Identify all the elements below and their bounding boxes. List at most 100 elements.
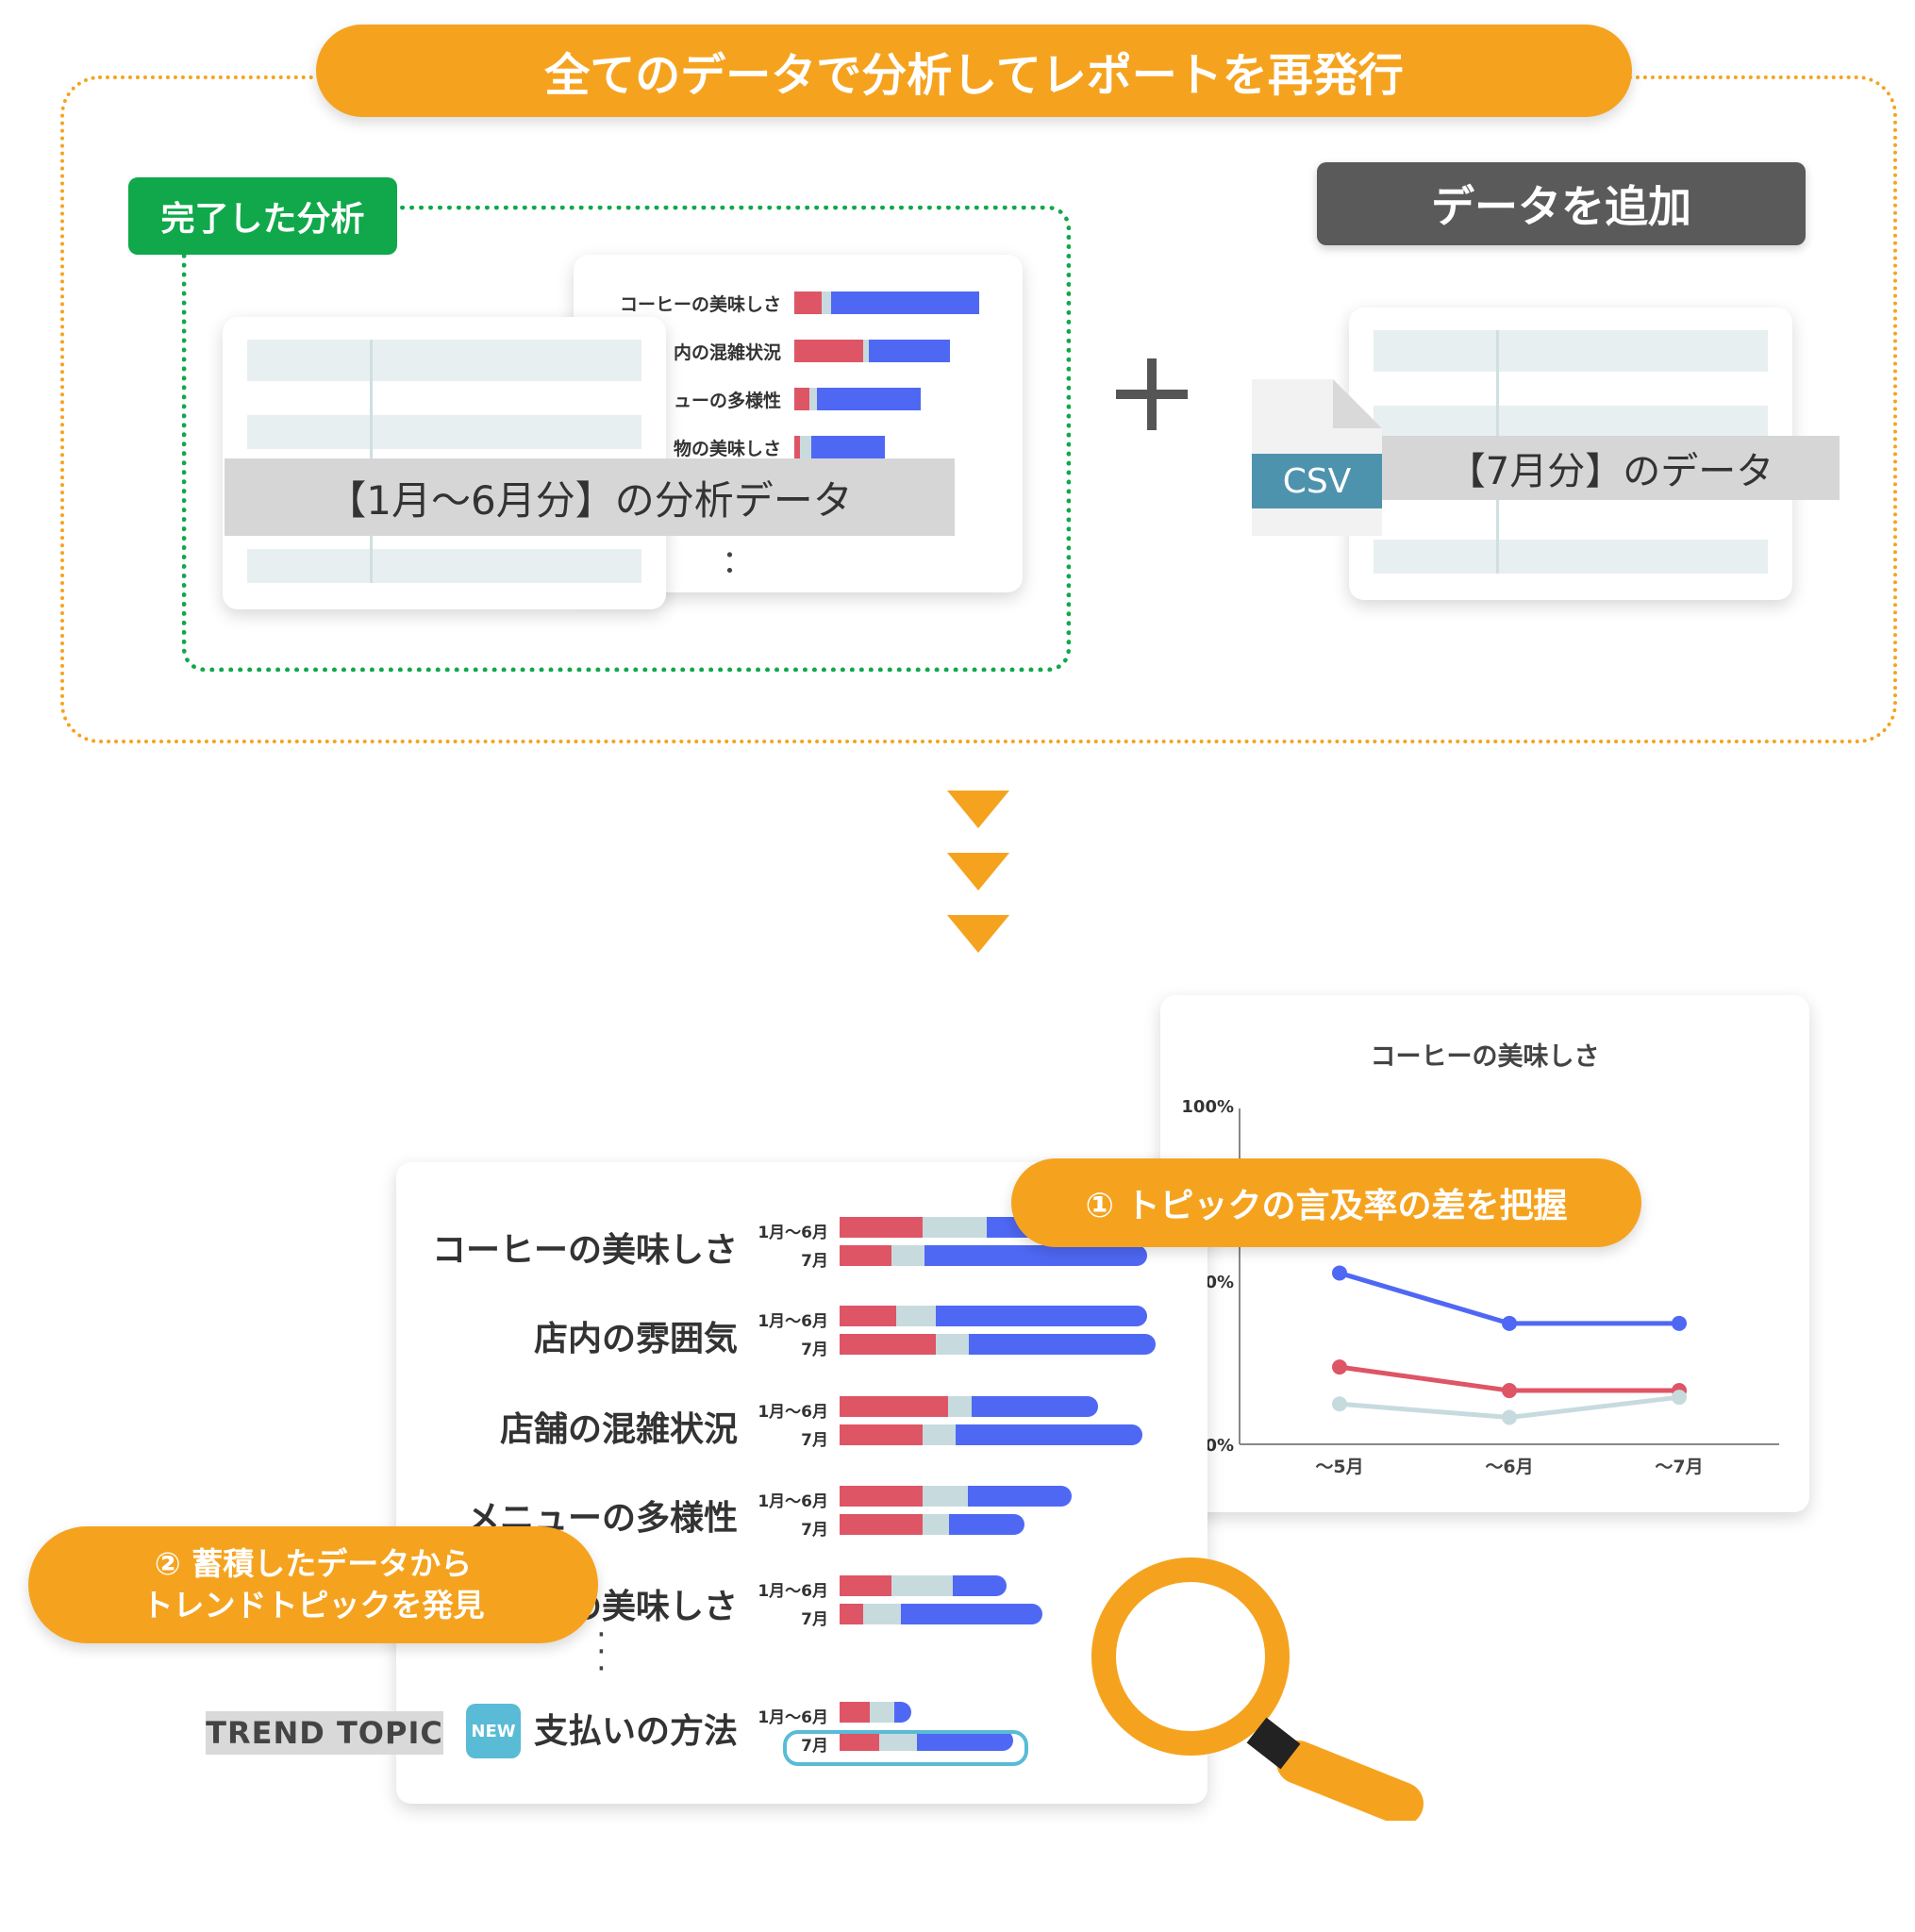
mini-bar [794,388,921,410]
more-topics-ellipsis: ··· [596,1616,607,1688]
x-tick-label: 〜5月 [1315,1457,1363,1477]
table-row [247,549,641,583]
topic-bar-jan-jun [840,1702,911,1723]
table-row [1374,406,1768,440]
topic-bar-segment-red [840,1396,948,1417]
topic-bar-segment-blue [953,1575,1007,1596]
mini-chart-row: コーヒーの美味しさ [574,289,1023,317]
trend-discovery-badge: ② 蓄積したデータから トレンドトピックを発見 [28,1526,598,1643]
line-point [1332,1265,1347,1281]
topic-bar-segment-red [840,1217,923,1238]
topic-bar-july [840,1334,1156,1355]
trend-discovery-line1: ② 蓄積したデータから [154,1545,473,1582]
down-arrow-icon [947,915,1009,953]
topic-bar-segment-blue [956,1424,1142,1445]
topic-bar-segment-blue [901,1604,1042,1624]
period-label: 7月 [801,1737,828,1756]
topic-bar-segment-grey [891,1245,924,1266]
x-tick-label: 〜7月 [1655,1457,1703,1477]
mini-bar-segment-grey [809,388,817,410]
line-series-0 [1339,1271,1679,1326]
mini-bar-segment-grey [863,340,869,362]
topic-bar-jan-jun [840,1486,1072,1507]
mini-bar-segment-grey [822,291,831,314]
line-point [1502,1383,1517,1399]
topic-bar-segment-grey [936,1334,969,1355]
mini-chart-row: 内の混雑状況 [574,337,1023,365]
topic-bar-chart-card [396,1162,1207,1804]
topic-bar-segment-grey [879,1730,917,1751]
add-data-tag: データを追加 [1317,162,1806,245]
table-header-row [247,340,641,381]
line-point [1672,1315,1687,1331]
topic-bar-jan-jun [840,1306,1147,1326]
trend-line-chart-card [1160,995,1809,1512]
mini-chart-label: ューの多様性 [673,391,781,411]
topic-bar-segment-blue [968,1486,1072,1507]
line-point [1502,1315,1517,1331]
mini-chart-label: 内の混雑状況 [673,342,781,363]
y-tick-label: 0% [1205,1436,1234,1456]
topic-bar-segment-red [840,1514,923,1535]
reanalysis-banner: 全てのデータで分析してレポートを再発行 [316,25,1632,117]
mini-bar-segment-blue [869,340,950,362]
new-topic-highlight [783,1730,1028,1766]
topic-label: 店舗の混雑状況 [499,1410,738,1449]
period-label: 1月〜6月 [758,1492,828,1511]
topic-bar-segment-red [840,1702,870,1723]
down-arrow-icon [947,853,1009,891]
mini-chart-label: 物の美味しさ [673,439,781,459]
table-header-row [1374,330,1768,372]
topic-bar-july [840,1514,1024,1535]
magnifier-icon [1091,1557,1424,1821]
completed-analysis-frame [182,206,1071,672]
topic-label-payment: 支払いの方法 [533,1712,738,1751]
line-point [1332,1396,1347,1412]
line-point [1502,1409,1517,1425]
topic-bar-july [840,1424,1142,1445]
new-badge: NEW [466,1704,521,1758]
mini-bar-segment-red [794,436,800,458]
line-point [1332,1359,1347,1375]
mini-bar-segment-blue [817,388,921,410]
mini-bar-segment-red [794,388,809,410]
mini-chart-row: 物の美味しさ [574,433,1023,461]
topic-bar-segment-blue [894,1702,911,1723]
topic-bar-segment-blue [936,1306,1147,1326]
topic-bar-segment-blue [972,1396,1098,1417]
table-row [1374,540,1768,574]
line-chart: 100% 0% 0% 〜5月 〜6月 〜7月 [1181,1097,1779,1477]
mini-chart-row: ューの多様性 [574,385,1023,413]
mini-bar-segment-blue [811,436,885,458]
completed-analysis-tag: 完了した分析 [128,177,397,255]
mini-bar-segment-grey [800,436,811,458]
topic-label: 店内の雰囲気 [533,1320,738,1358]
topic-bar-segment-red [840,1424,923,1445]
topic-bar-segment-grey [870,1702,894,1723]
line-chart-title: コーヒーの美味しさ [1370,1042,1600,1072]
topic-bar-july [840,1730,1013,1751]
topic-bar-segment-grey [923,1217,987,1238]
jan-jun-analysis-label: 【1月〜6月分】の分析データ [225,458,955,536]
topic-bar-segment-red [840,1245,891,1266]
trend-topic-tag: TREND TOPIC [206,1711,443,1755]
topic-bar-segment-red [840,1306,896,1326]
topic-bar-segment-blue [969,1334,1156,1355]
topic-bar-segment-grey [923,1514,949,1535]
topic-bar-segment-red [840,1575,891,1596]
period-label: 1月〜6月 [758,1312,828,1331]
topic-bar-segment-red [840,1334,936,1355]
period-label: 1月〜6月 [758,1582,828,1601]
july-data-label: 【7月分】のデータ [1382,436,1840,500]
topic-bar-segment-grey [896,1306,936,1326]
mini-bar [794,291,979,314]
line-series-group [1332,1265,1687,1425]
period-label: 1月〜6月 [758,1224,828,1242]
plus-icon [1116,358,1188,430]
down-arrow-icon [947,791,1009,828]
period-label: 7月 [801,1431,828,1450]
topic-bar-segment-blue [917,1730,1013,1751]
topic-bar-segment-red [840,1486,923,1507]
more-rows-ellipsis: ： [722,543,754,581]
mini-bar-segment-red [794,291,822,314]
